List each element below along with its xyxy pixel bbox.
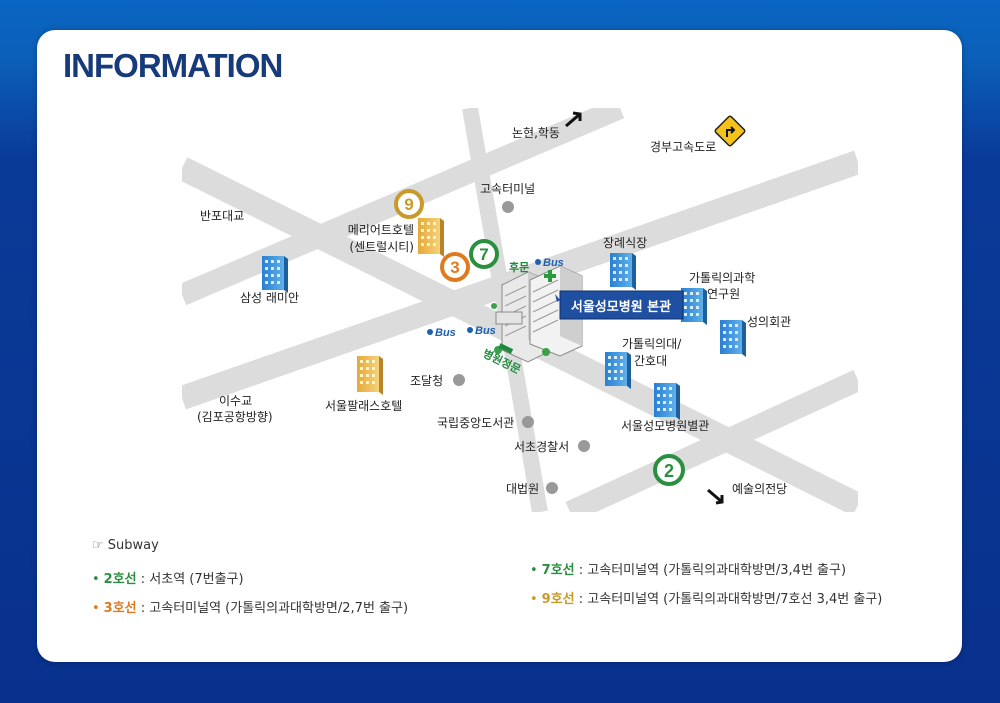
legend-line2-name: 2호선	[103, 572, 137, 587]
subway-heading-text: Subway	[107, 538, 159, 553]
annex-building-icon	[654, 383, 680, 420]
paleis-building-icon	[357, 356, 383, 395]
court-marker	[546, 482, 558, 494]
marriott-label-2: (센트럴시티)	[349, 240, 414, 254]
station-line2[interactable]: 2	[653, 454, 685, 486]
paleis-label: 서울팔래스호텔	[325, 399, 402, 413]
library-label: 국립중앙도서관	[437, 416, 514, 430]
marriott-label-1: 메리어트호텔	[348, 223, 414, 237]
back-gate-label: 후문	[509, 260, 529, 274]
legend-line7-text: : 고속터미널역 (가톨릭의과대학방면/3,4번 출구)	[574, 563, 847, 578]
nursing-building-icon	[605, 352, 631, 389]
arrow-down-right-icon	[707, 488, 724, 505]
research-label-2: 연구원	[707, 287, 740, 301]
library-marker	[522, 416, 534, 428]
station-line7[interactable]: 7	[469, 239, 499, 269]
legend-line7: •7호선 : 고속터미널역 (가톨릭의과대학방면/3,4번 출구)	[530, 559, 846, 578]
annex-label: 서울성모병원별관	[621, 419, 709, 433]
legend-line7-name: 7호선	[541, 563, 575, 578]
bullet-icon: •	[530, 592, 538, 607]
svg-text:Bus: Bus	[435, 327, 456, 339]
station-line7-label: 7	[479, 245, 488, 264]
terminal-marker	[502, 201, 514, 213]
bullet-icon: •	[530, 563, 538, 578]
seongui-building-icon	[720, 320, 746, 357]
raemian-building-icon	[262, 256, 288, 293]
terminal-label: 고속터미널	[480, 182, 535, 196]
bus-stop-left[interactable]: Bus	[427, 327, 456, 339]
bus-stop-right[interactable]: Bus	[467, 325, 496, 337]
station-line9[interactable]: 9	[394, 189, 424, 219]
legend-line3: •3호선 : 고속터미널역 (가톨릭의과대학방면/2,7번 출구)	[92, 597, 408, 616]
road-court	[565, 370, 858, 512]
court-label: 대법원	[506, 482, 539, 496]
nursing-label-2: 간호대	[634, 354, 667, 368]
isu-label-1: 이수교	[219, 394, 252, 408]
arts-label: 예술의전당	[732, 482, 787, 496]
expressway-label: 경부고속도로	[650, 140, 716, 154]
bus-stop-back[interactable]: Bus	[535, 257, 564, 269]
legend-line3-text: : 고속터미널역 (가톨릭의과대학방면/2,7번 출구)	[136, 601, 409, 616]
police-label: 서초경찰서	[514, 440, 569, 454]
bus-icon	[535, 259, 541, 265]
pointing-hand-icon: ☞	[92, 538, 104, 553]
station-line2-label: 2	[664, 461, 674, 481]
legend-line9-text: : 고속터미널역 (가톨릭의과대학방면/7호선 3,4번 출구)	[574, 592, 883, 607]
research-label-1: 가톨릭의과학	[689, 271, 755, 285]
hospital-cross-icon	[544, 270, 556, 282]
legend-line3-name: 3호선	[103, 601, 137, 616]
bus-icon	[467, 327, 473, 333]
jodal-label: 조달청	[410, 374, 443, 388]
hospital-label[interactable]: 서울성모병원 본관	[555, 290, 684, 320]
svg-text:Bus: Bus	[543, 257, 564, 269]
legend-line2-text: : 서초역 (7번출구)	[136, 572, 244, 587]
raemian-label: 삼성 래미안	[240, 291, 299, 305]
bullet-icon: •	[92, 601, 100, 616]
legend-line9: •9호선 : 고속터미널역 (가톨릭의과대학방면/7호선 3,4번 출구)	[530, 588, 882, 607]
svg-text:Bus: Bus	[475, 325, 496, 337]
research-building-icon	[681, 288, 707, 325]
arrow-up-right-icon	[565, 111, 582, 128]
nonhyeon-label: 논현,학동	[512, 126, 560, 140]
main-gate-marker	[498, 343, 514, 354]
funeral-label: 장례식장	[603, 236, 647, 250]
bullet-icon: •	[92, 572, 100, 587]
hospital-building-icon[interactable]	[491, 265, 583, 363]
marriott-building-icon	[418, 218, 444, 257]
hospital-label-text: 서울성모병원 본관	[571, 299, 671, 315]
banpo-label: 반포대교	[200, 209, 244, 223]
police-marker	[578, 440, 590, 452]
station-line3[interactable]: 3	[440, 252, 470, 282]
jodal-marker	[453, 374, 465, 386]
station-line3-label: 3	[450, 258, 459, 277]
subway-heading: ☞ Subway	[92, 538, 159, 553]
funeral-building-icon	[610, 253, 636, 290]
nursing-label-1: 가톨릭의대/	[622, 337, 682, 351]
page-title: INFORMATION	[63, 47, 283, 84]
legend-line2: •2호선 : 서초역 (7번출구)	[92, 568, 244, 587]
legend-line9-name: 9호선	[541, 592, 575, 607]
isu-label-2: (김포공항방향)	[197, 410, 273, 424]
seongui-label: 성의회관	[747, 315, 791, 329]
bus-icon	[427, 329, 433, 335]
station-line9-label: 9	[404, 195, 413, 214]
